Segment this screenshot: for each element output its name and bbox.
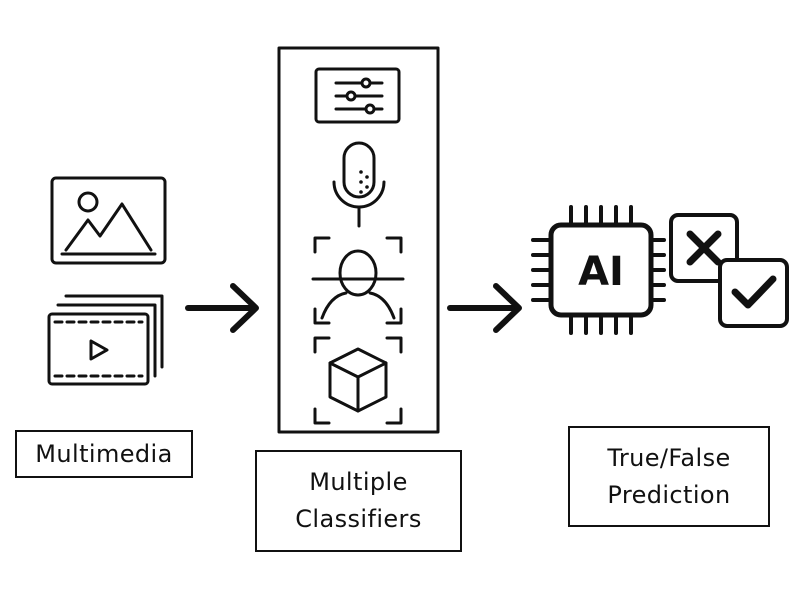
microphone-icon bbox=[332, 141, 386, 228]
face-scan-icon bbox=[311, 236, 405, 325]
classifiers-panel bbox=[277, 46, 440, 434]
image-icon bbox=[50, 176, 167, 265]
multimedia-label: Multimedia bbox=[15, 430, 193, 478]
true-check-icon bbox=[718, 258, 789, 328]
multiple-classifiers-label: Multiple Classifiers bbox=[255, 450, 462, 552]
arrow-to-prediction bbox=[447, 283, 522, 333]
true-false-prediction-label: True/False Prediction bbox=[568, 426, 770, 527]
chip-label: AI bbox=[578, 249, 624, 295]
classifiers-label-line2: Classifiers bbox=[295, 505, 422, 533]
prediction-label-line1: True/False bbox=[607, 443, 731, 472]
video-stack-icon bbox=[47, 294, 164, 386]
sliders-icon bbox=[314, 67, 401, 124]
prediction-label-line2: Prediction bbox=[607, 480, 731, 509]
arrow-to-classifiers bbox=[185, 283, 259, 333]
multimedia-label-text: Multimedia bbox=[35, 439, 173, 468]
classifiers-label-line1: Multiple bbox=[309, 468, 408, 496]
ai-chip-icon: AI bbox=[531, 205, 666, 335]
cube-scan-icon bbox=[313, 336, 403, 425]
